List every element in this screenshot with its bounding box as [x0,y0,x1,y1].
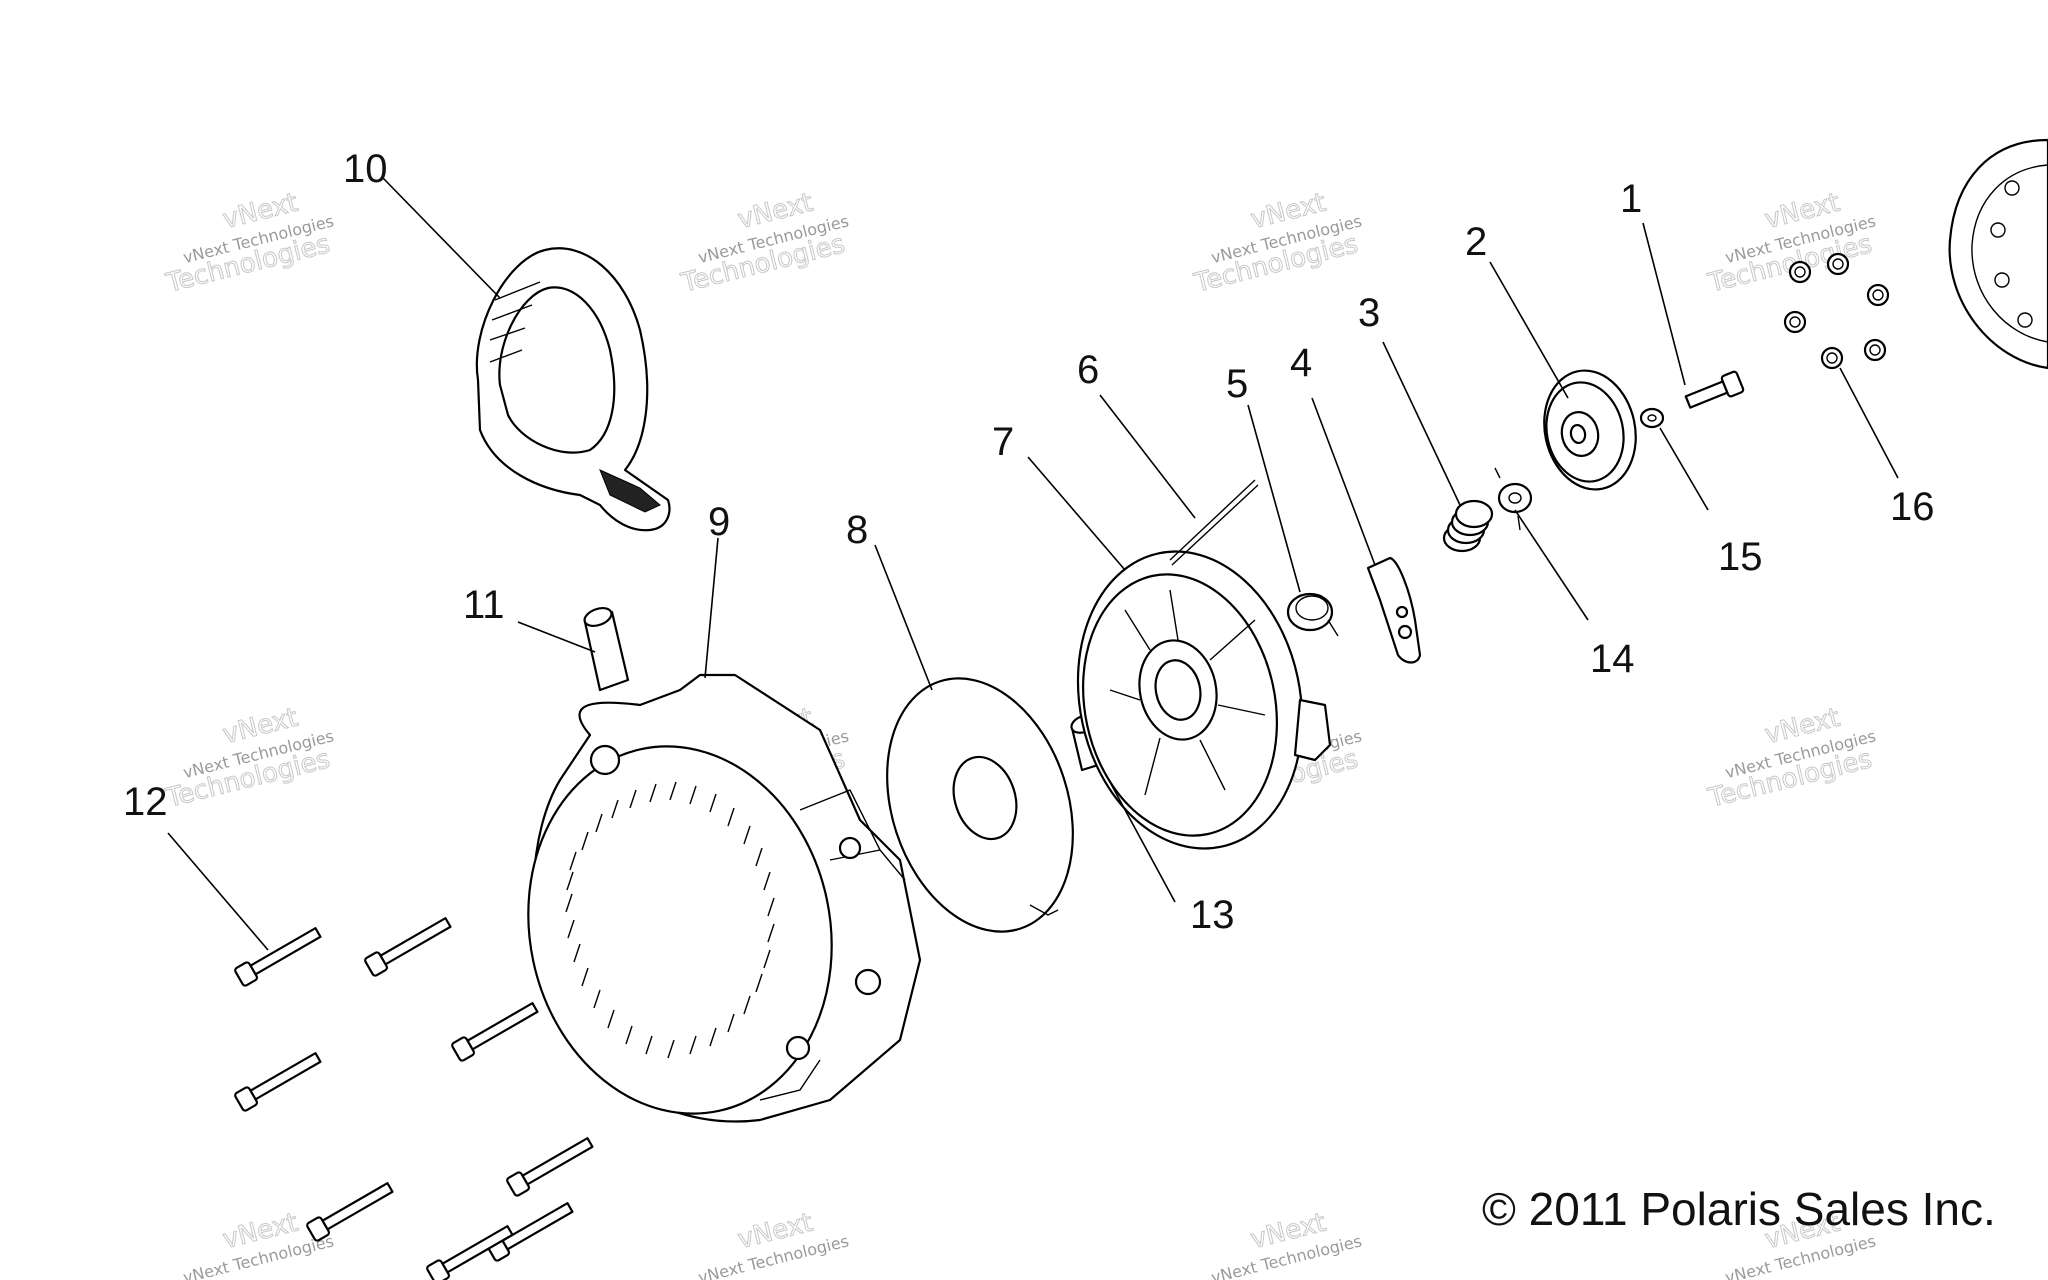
bolt [506,1137,594,1197]
center-bolt-part [1684,370,1745,409]
callout-6: 6 [1077,348,1099,392]
friction-plate-part [1494,467,1533,531]
callout-7: 7 [992,420,1014,464]
bolt [426,1225,514,1280]
watermark: vNext vNext Technologies Technologies [162,187,336,299]
flange-bolt [1863,338,1887,362]
callout-15: 15 [1718,535,1763,579]
bolts-part [234,917,594,1280]
callout-5: 5 [1226,362,1248,406]
callout-4: 4 [1290,341,1312,385]
callout-3: 3 [1358,291,1380,335]
bolt [234,1052,322,1112]
watermark: vNext vNext Technologies Technologies [1704,702,1878,814]
watermark: vNext vNext Technologies Technologies [1190,187,1364,299]
watermark: vNext vNext Technologies Technologies [1704,187,1878,299]
flange-bolt [1788,260,1812,284]
callout-11: 11 [463,583,505,627]
callout-1: 1 [1620,177,1642,221]
leader-lines [167,177,1899,951]
watermark: vNext vNext Technologies Technologies [677,187,851,299]
cap-part [583,606,630,692]
cover-plate-part [1543,369,1637,491]
spring-disc-part [886,677,1074,933]
pulley-reel-part [1076,550,1332,850]
bolt [364,917,452,977]
vent-slots [565,781,775,1059]
watermark: vNext vNext Technologies [1209,1207,1364,1280]
flange-bolt [1826,252,1850,276]
watermark: vNext vNext Technologies [696,1207,851,1280]
flange-bolts-part [1783,252,1890,370]
ratchet-pawl-part [1366,556,1422,664]
washer-part [1639,407,1665,429]
callouts: 1 2 3 4 5 6 7 8 9 10 11 12 13 14 15 16 [123,147,1935,937]
bolt [451,1002,539,1062]
callout-16: 16 [1890,485,1935,529]
copyright-notice: © 2011 Polaris Sales Inc. [1482,1183,1996,1235]
flange-bolt [1866,283,1890,307]
callout-14: 14 [1590,637,1635,681]
rope-part [1169,479,1259,566]
recoil-housing-part [527,673,922,1123]
callout-10: 10 [343,147,388,191]
coil-spring-part [1442,499,1494,553]
watermark: vNext vNext Technologies [181,1207,336,1280]
callout-13: 13 [1190,893,1235,937]
flange-bolt [1820,346,1844,370]
pull-handle-part [475,247,671,532]
ratchet-spring-part [1286,592,1339,637]
watermark: vNext vNext Technologies Technologies [162,702,336,814]
callout-8: 8 [846,508,868,552]
bolt [234,927,322,987]
callout-2: 2 [1465,220,1487,264]
bolt [306,1182,394,1242]
engine-flywheel-housing-part [1948,138,2048,370]
callout-12: 12 [123,780,168,824]
callout-9: 9 [708,500,730,544]
flange-bolt [1783,310,1807,334]
